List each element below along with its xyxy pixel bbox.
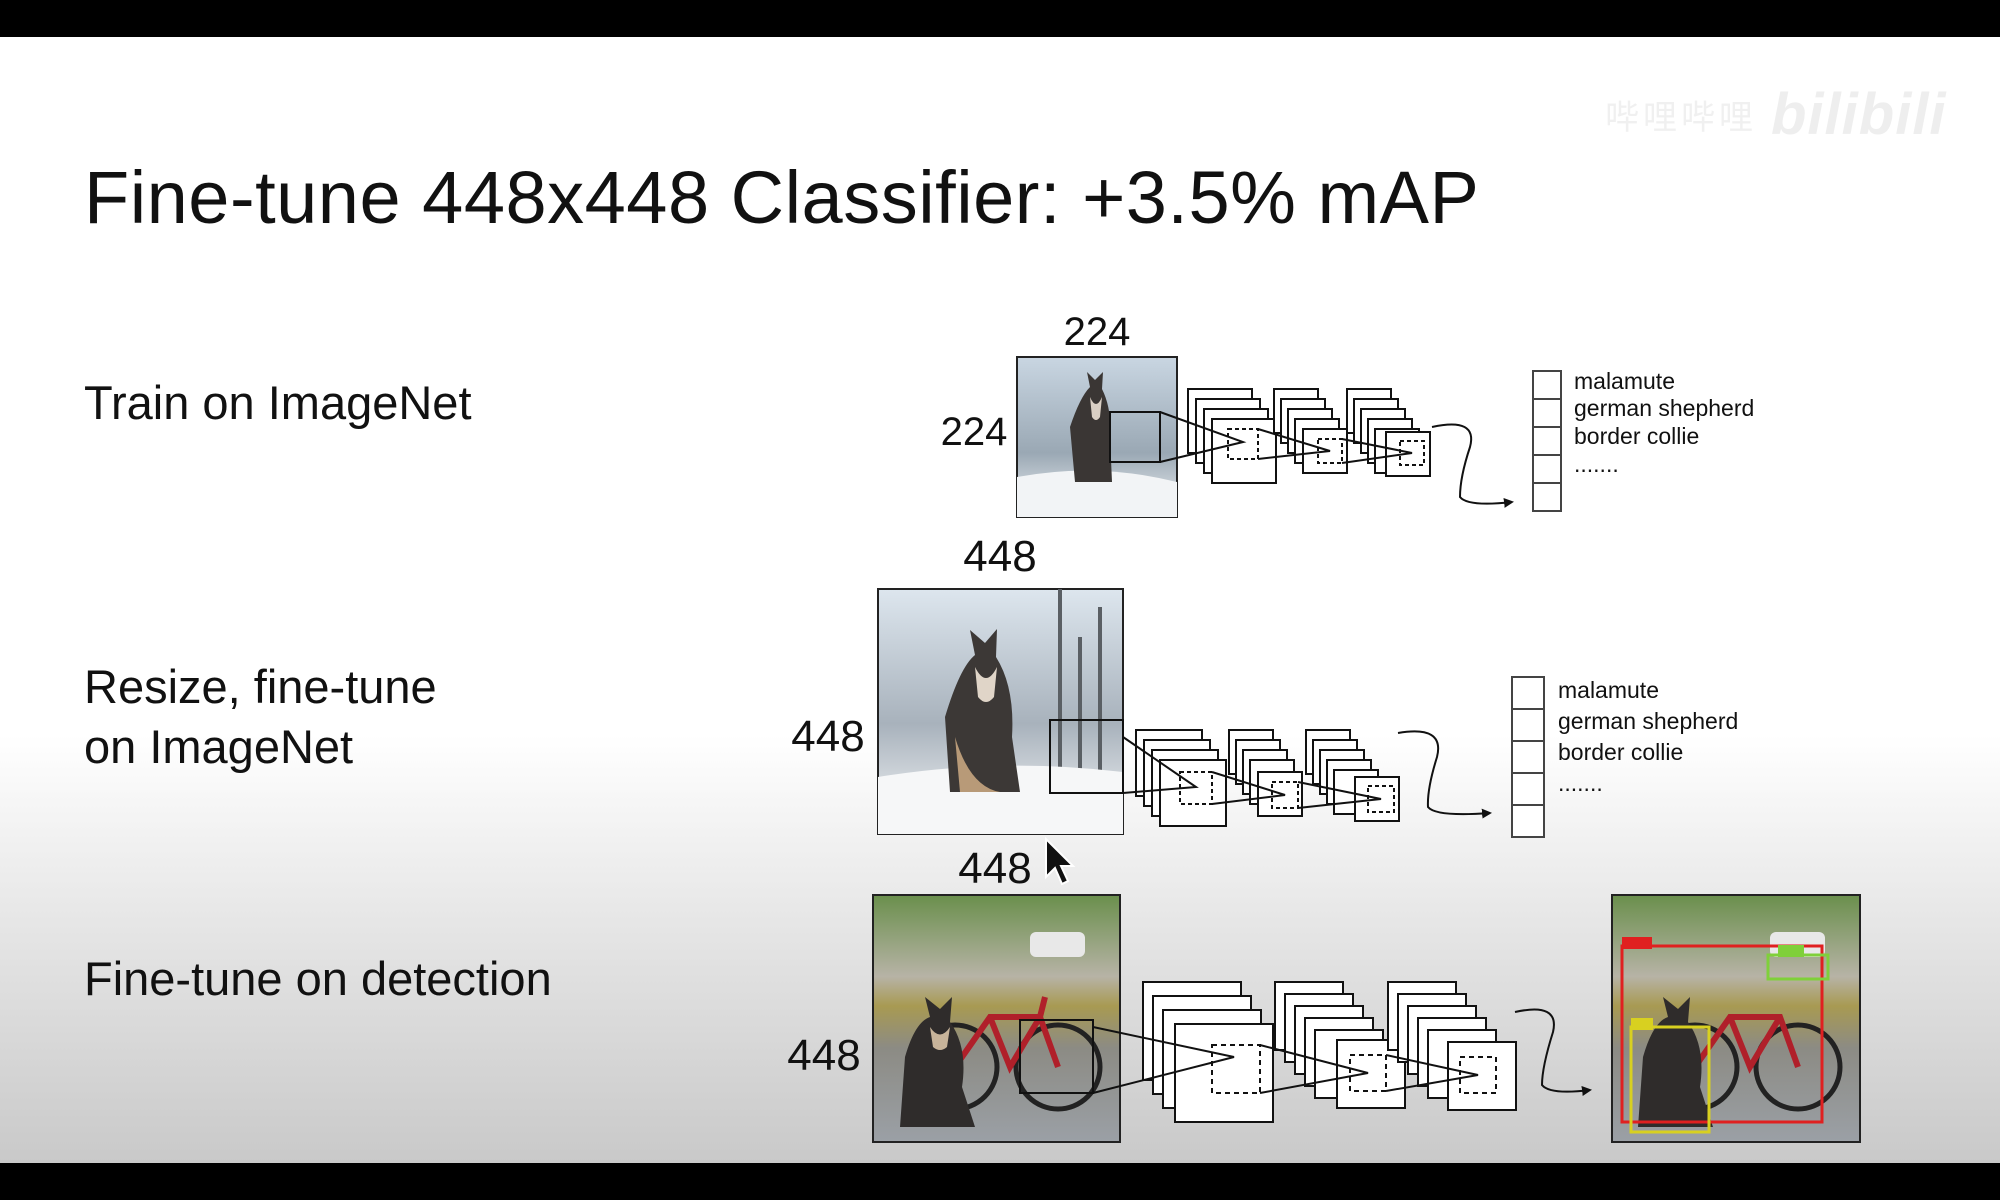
slide-title: Fine-tune 448x448 Classifier: +3.5% mAP [84, 156, 1480, 239]
class-label: border collie [1574, 423, 1699, 449]
width-label: 224 [1064, 310, 1131, 354]
letterbox-top [0, 0, 2000, 37]
class-label: malamute [1558, 677, 1659, 703]
class-label: german shepherd [1558, 708, 1738, 734]
class-output-row1: malamute german shepherd border collie .… [1532, 368, 1754, 512]
bike-dog-image-448 [872, 894, 1121, 1143]
bicycle-box [1620, 944, 1824, 1124]
watermark-text: 哔哩哔哩 [1605, 98, 1757, 137]
mouse-cursor-icon [1045, 836, 1076, 886]
row-label-line: Fine-tune on detection [84, 952, 552, 1005]
dog-image-224 [1016, 356, 1178, 518]
row-label-line: on ImageNet [84, 720, 354, 773]
class-output-row2: malamute german shepherd border collie .… [1511, 676, 1738, 838]
row-label-resize-finetune: Resize, fine-tune on ImageNet [84, 657, 437, 777]
row-label-train-imagenet: Train on ImageNet [84, 373, 472, 433]
cnn-layers-row3 [1142, 981, 1517, 1123]
letterbox-bottom [0, 1163, 2000, 1200]
class-label: ....... [1574, 451, 1619, 477]
dog-box [1629, 1025, 1711, 1134]
presentation-slide: 哔哩哔哩 bilibili Fine-tune 448x448 Classifi… [0, 37, 2000, 1163]
class-label: malamute [1574, 368, 1675, 394]
cnn-layers-row2 [1135, 729, 1400, 827]
class-label: border collie [1558, 739, 1683, 765]
bilibili-watermark: 哔哩哔哩 bilibili [1605, 79, 1965, 149]
bilibili-logo: bilibili [1771, 81, 1947, 147]
row-label-line: Resize, fine-tune [84, 660, 437, 713]
yolo-training-diagram: 224 224 [787, 310, 1861, 1143]
row-label-finetune-detection: Fine-tune on detection [84, 949, 552, 1009]
height-label: 224 [941, 410, 1008, 454]
dog-image-448 [877, 588, 1124, 835]
height-label: 448 [787, 1031, 860, 1080]
row-label-line: Train on ImageNet [84, 376, 472, 429]
height-label: 448 [791, 712, 864, 761]
class-label: german shepherd [1574, 395, 1754, 421]
width-label: 448 [958, 844, 1031, 893]
width-label: 448 [963, 532, 1036, 581]
class-label: ....... [1558, 770, 1603, 796]
detection-result-image [1611, 894, 1861, 1143]
